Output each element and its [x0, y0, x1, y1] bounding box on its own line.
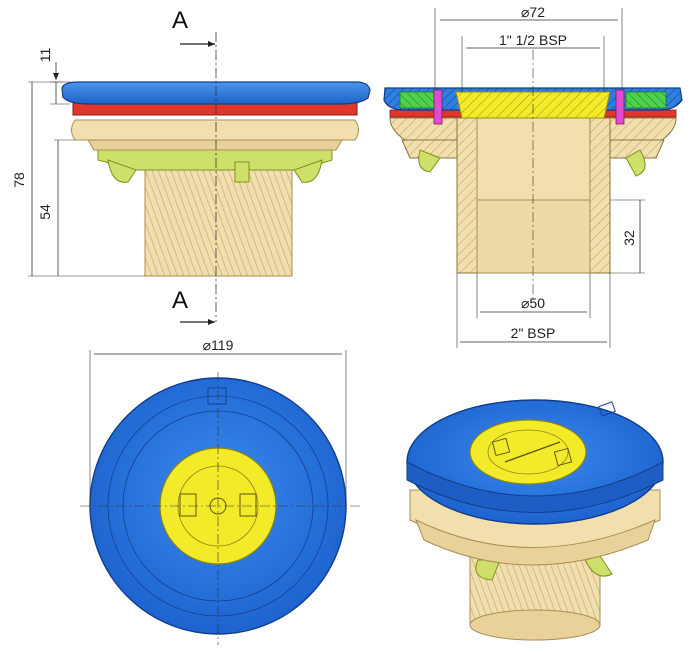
dim-diameter-flange: ⌀119 [203, 337, 234, 353]
threaded-body [144, 167, 293, 277]
dim-depth-inner: 32 [621, 230, 637, 246]
red-gasket [72, 102, 358, 116]
isometric-view [406, 399, 664, 641]
dim-height-body: 54 [37, 204, 53, 220]
dim-diameter-bottom: ⌀50 [521, 295, 545, 311]
section-label-bottom: A [172, 287, 188, 314]
dim-height-total: 78 [11, 172, 27, 188]
screw-left [433, 89, 443, 125]
side-view: A A 11 78 54 [11, 7, 371, 325]
screw-right [615, 89, 625, 125]
top-view: ⌀119 [80, 337, 360, 645]
green-collar [97, 149, 333, 171]
dim-flange-thickness: 11 [37, 48, 53, 63]
iso-grate [469, 419, 587, 485]
beige-ring [71, 119, 359, 141]
dim-diameter-top: ⌀72 [521, 4, 545, 20]
section-label-top: A [172, 7, 188, 34]
dim-thread-outer: 2" BSP [511, 325, 556, 341]
dim-thread-inner: 1" 1/2 BSP [499, 32, 567, 48]
section-view: ⌀72 1" 1/2 BSP ⌀50 2" BSP 32 [383, 4, 683, 348]
